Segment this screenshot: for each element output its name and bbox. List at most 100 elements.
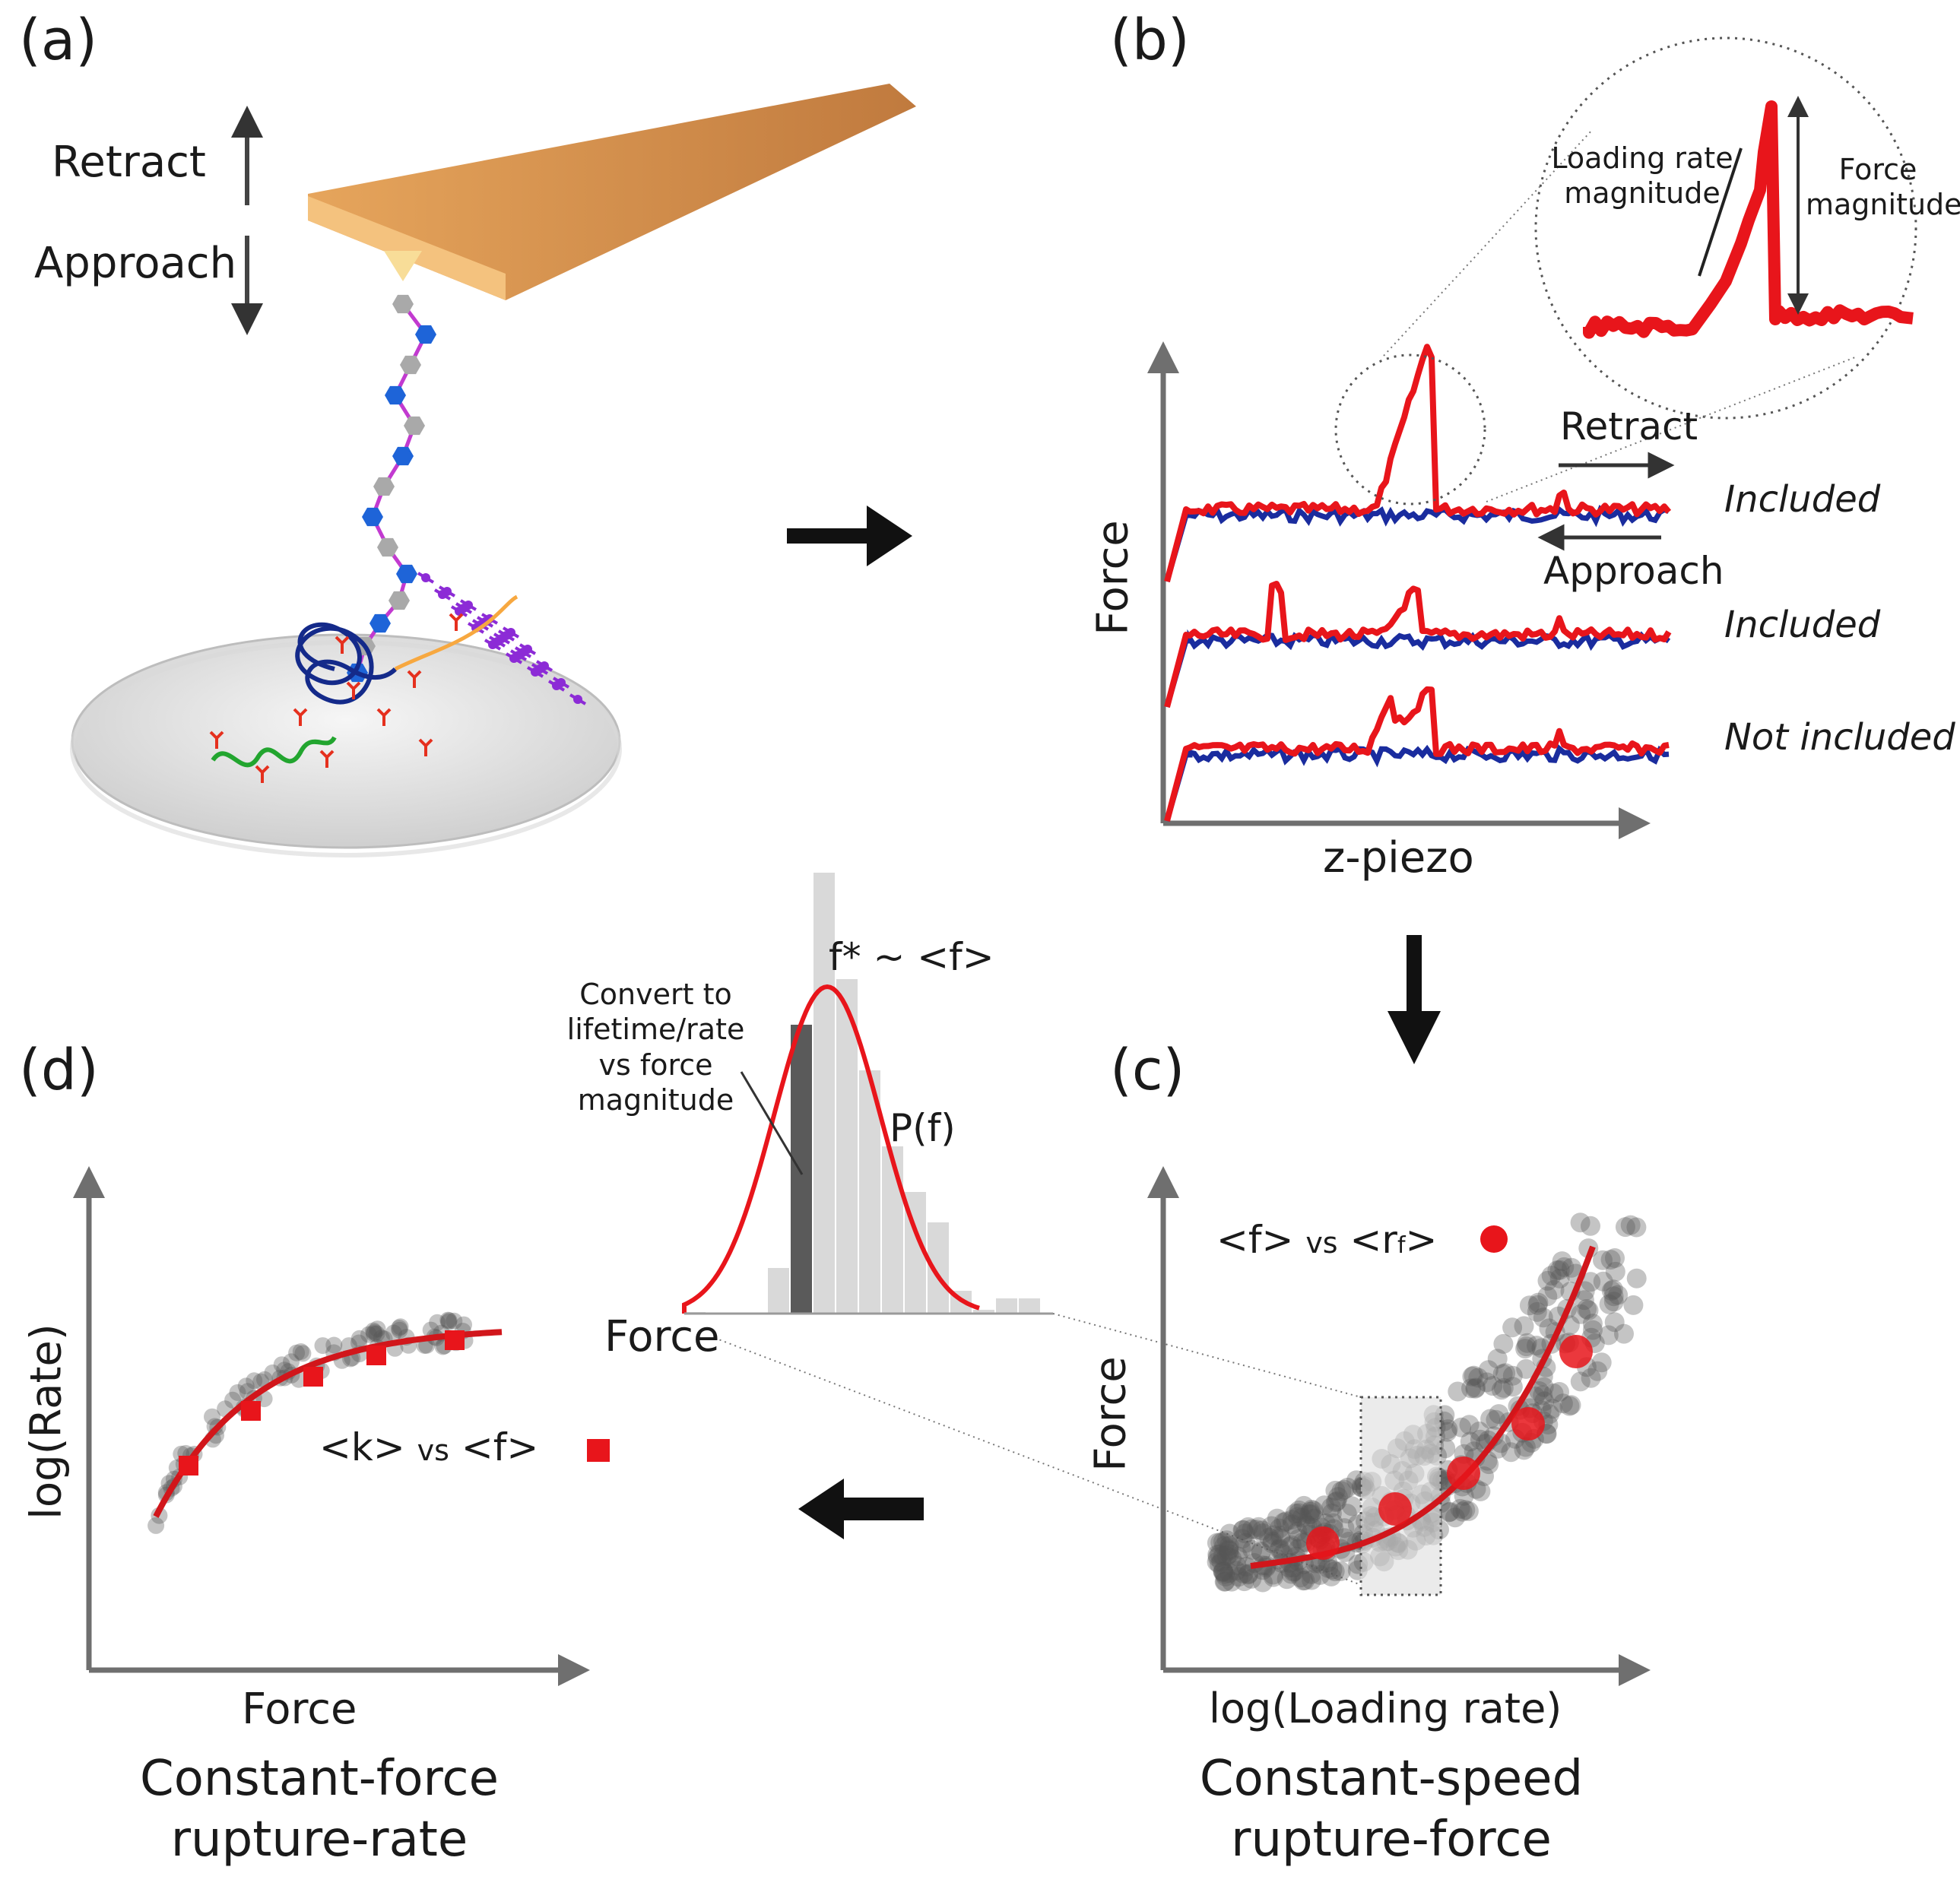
convert-note: Convert to lifetime/rate vs force magnit… (566, 978, 745, 1117)
d-scatter-point (264, 1364, 281, 1381)
c-legend-r-subscript: f (1397, 1232, 1406, 1259)
c-scatter-point (1216, 1566, 1235, 1586)
c-scatter-point (1242, 1519, 1262, 1539)
c-scatter-point (1252, 1520, 1273, 1541)
arrow-left (798, 1479, 924, 1539)
c-scatter-point (1251, 1542, 1271, 1563)
c-scatter-point (1330, 1561, 1351, 1581)
c-scatter-point (1537, 1270, 1558, 1291)
c-scatter-point (1614, 1323, 1634, 1344)
c-scatter-point (1515, 1437, 1536, 1457)
retract-trace (1164, 344, 1672, 583)
c-legend-f: <f> (1216, 1218, 1294, 1262)
d-scatter-point (422, 1321, 439, 1339)
c-scatter-point (1292, 1507, 1312, 1528)
c-scatter-point (1235, 1533, 1256, 1553)
c-scatter-point (1529, 1381, 1549, 1401)
approach-trace (1164, 629, 1671, 708)
c-scatter-point (1342, 1496, 1362, 1517)
c-scatter-point (1297, 1515, 1317, 1536)
c-scatter-point (1466, 1377, 1486, 1398)
c-scatter-point (1280, 1536, 1300, 1557)
c-scatter-point (1593, 1250, 1613, 1270)
c-scatter-point (1445, 1507, 1465, 1528)
c-scatter-point (1534, 1391, 1555, 1412)
c-scatter-point (1559, 1396, 1580, 1416)
b-y-axis-label: Force (1088, 520, 1138, 636)
c-scatter-point (1620, 1215, 1641, 1235)
c-scatter-point (1465, 1378, 1486, 1399)
c-scatter-point (1533, 1377, 1554, 1397)
highlighted-bar (791, 1025, 812, 1314)
c-scatter-point (1236, 1557, 1257, 1577)
d-scatter-point (440, 1313, 458, 1330)
c-scatter-point (1242, 1568, 1262, 1589)
c-scatter-point (1277, 1569, 1297, 1590)
c-scatter-point (1228, 1546, 1248, 1567)
d-scatter-point (440, 1312, 458, 1330)
glycan-mark (407, 670, 422, 688)
chain-monomer (373, 477, 395, 496)
c-scatter-point (1302, 1570, 1322, 1590)
c-scatter-point (1293, 1571, 1314, 1591)
c-scatter-point (1219, 1539, 1239, 1560)
c-scatter-point (1262, 1531, 1283, 1552)
loading-rate-label: Loading rate magnitude (1551, 141, 1733, 211)
chain-monomer (404, 416, 425, 436)
c-scatter-point (1213, 1561, 1233, 1581)
protein-coil (295, 622, 398, 705)
c-scatter-point (1450, 1498, 1470, 1519)
c-scatter-point (1470, 1429, 1490, 1450)
c-scatter-point (1261, 1516, 1282, 1536)
c-scatter-point (1493, 1333, 1514, 1354)
d-mean-point (179, 1456, 198, 1476)
c-scatter-point (1273, 1512, 1294, 1533)
histogram-bar (813, 873, 835, 1314)
c-scatter-point (1554, 1257, 1575, 1277)
glycan-mark (335, 636, 350, 654)
panel-d-plot (73, 1166, 610, 1686)
d-scatter-point (224, 1391, 242, 1409)
c-scatter-point (1544, 1279, 1565, 1300)
c-scatter-point (1263, 1567, 1283, 1587)
d-scatter-point (314, 1337, 331, 1355)
panel-label-d: (d) (19, 1038, 99, 1103)
gaussian-fit (682, 984, 980, 1314)
chain-monomer (377, 537, 398, 557)
c-scatter-point (1542, 1399, 1562, 1419)
glycan-mark (449, 613, 464, 631)
d-scatter-point (392, 1318, 409, 1336)
d-scatter-point (350, 1330, 368, 1347)
chain-monomer (385, 385, 406, 405)
d-scatter-point (288, 1344, 306, 1361)
retract-trace (1164, 581, 1672, 708)
c-scatter-point (1214, 1571, 1235, 1592)
c-scatter-point (1210, 1554, 1230, 1574)
chain-monomer (400, 355, 421, 375)
cantilever-beam (308, 84, 916, 300)
c-scatter-point (1282, 1510, 1302, 1530)
c-scatter-point (1487, 1349, 1508, 1369)
c-scatter-point (1440, 1501, 1460, 1522)
c-scatter-point (1514, 1440, 1534, 1460)
c-scatter-point (1284, 1561, 1305, 1581)
c-scatter-point (1259, 1527, 1280, 1548)
d-mean-point (241, 1401, 261, 1421)
crystal-atom (531, 667, 540, 677)
c-scatter-point (1210, 1544, 1230, 1564)
c-scatter-point (1591, 1352, 1612, 1373)
c-scatter-point (1491, 1380, 1511, 1400)
panel-a-illustration (70, 84, 916, 857)
histogram-x-label: Force (604, 1312, 720, 1361)
c-scatter-point (1626, 1268, 1647, 1289)
zoom-circle-large (1534, 36, 1917, 420)
c-scatter-point (1232, 1529, 1252, 1549)
c-scatter-point (1562, 1257, 1582, 1278)
c-scatter-point (1270, 1526, 1291, 1546)
d-scatter-point (368, 1325, 385, 1342)
c-scatter-point (1549, 1260, 1570, 1280)
histogram-bar (768, 1268, 789, 1314)
c-scatter-point (1486, 1409, 1506, 1430)
c-legend-vs: vs (1305, 1226, 1338, 1260)
